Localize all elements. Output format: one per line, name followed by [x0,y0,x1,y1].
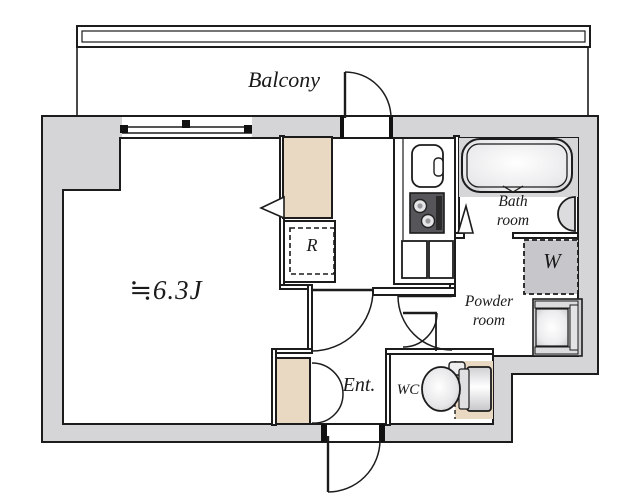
entrance-door [326,436,381,493]
balcony-railing [76,25,591,116]
entrance-label: Ent. [342,374,376,396]
bath-door-marker [456,203,475,234]
refrigerator-label: R [306,235,318,255]
kitchen-counter [393,137,456,285]
main-room-door [311,288,374,352]
wc-label: WC [396,382,420,398]
sliding-window [120,117,252,137]
doors [311,71,453,493]
bath-door-arc [557,196,576,232]
washbasin [532,298,583,357]
closet-door-marker [259,195,285,220]
bathroom-label: Bath room [476,192,550,230]
balcony-door [343,71,392,119]
bathroom-label-line2: room [496,212,530,229]
bathroom [456,138,578,234]
shoe-cabinet [275,357,311,425]
shoe-cabinet-doors [311,362,344,424]
bathroom-label-line1: Bath [498,193,528,210]
stove [409,192,445,234]
washer-label: W [543,249,561,273]
closet [282,136,333,219]
outer-walls [41,115,599,443]
entrance-door-opening [321,424,385,442]
kitchen-cabinet [428,240,454,279]
washer-space [523,239,579,295]
wc-area [421,361,493,419]
powder-room-label-line1: Powder [464,293,514,310]
powder-room-label: Powder room [450,292,528,330]
powder-room-door [397,294,453,351]
powder-room-label-line2: room [472,312,506,329]
toilet [421,361,492,412]
kitchen-cabinet [401,240,428,279]
room-size-label: ≒6.3J [129,275,203,305]
balcony-label: Balcony [247,67,321,92]
bathtub [461,138,573,193]
balcony-door-opening [340,115,393,139]
refrigerator-space [283,220,336,283]
wc-door [402,311,438,351]
